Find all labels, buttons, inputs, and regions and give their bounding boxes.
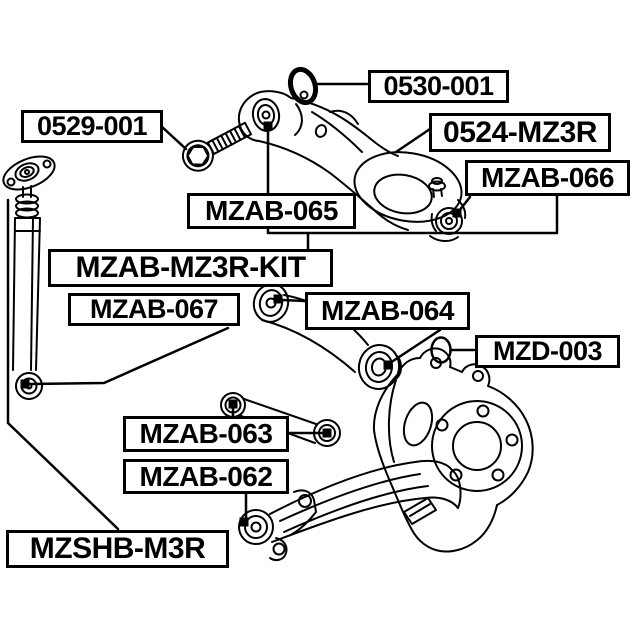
- part-label-0524-mz3r: 0524-MZ3R: [429, 113, 611, 152]
- part-label-mzab-065: MZAB-065: [187, 193, 356, 229]
- part-label-mzab-067: MZAB-067: [68, 293, 240, 326]
- part-label-mzab-mz3r-kit: MZAB-MZ3R-KIT: [48, 249, 333, 287]
- rear-control-arm-drawing: [237, 90, 467, 242]
- part-label-mzab-062: MZAB-062: [123, 459, 289, 494]
- part-label-mzshb-m3r: MZSHB-M3R: [6, 530, 229, 568]
- part-label-0530-001: 0530-001: [368, 70, 509, 103]
- cam-washer-drawing: [287, 66, 319, 106]
- part-label-mzab-063: MZAB-063: [123, 416, 289, 452]
- part-label-mzab-066: MZAB-066: [465, 160, 630, 196]
- part-label-0529-001: 0529-001: [21, 110, 163, 143]
- cam-bolt-drawing: [181, 121, 253, 172]
- part-label-mzd-003: MZD-003: [475, 335, 620, 368]
- steering-knuckle-drawing: [372, 347, 534, 553]
- trailing-arm-drawing: [238, 459, 462, 562]
- part-label-mzab-064: MZAB-064: [305, 292, 470, 330]
- shock-absorber-drawing: [2, 155, 56, 400]
- part-markers: [20, 121, 462, 527]
